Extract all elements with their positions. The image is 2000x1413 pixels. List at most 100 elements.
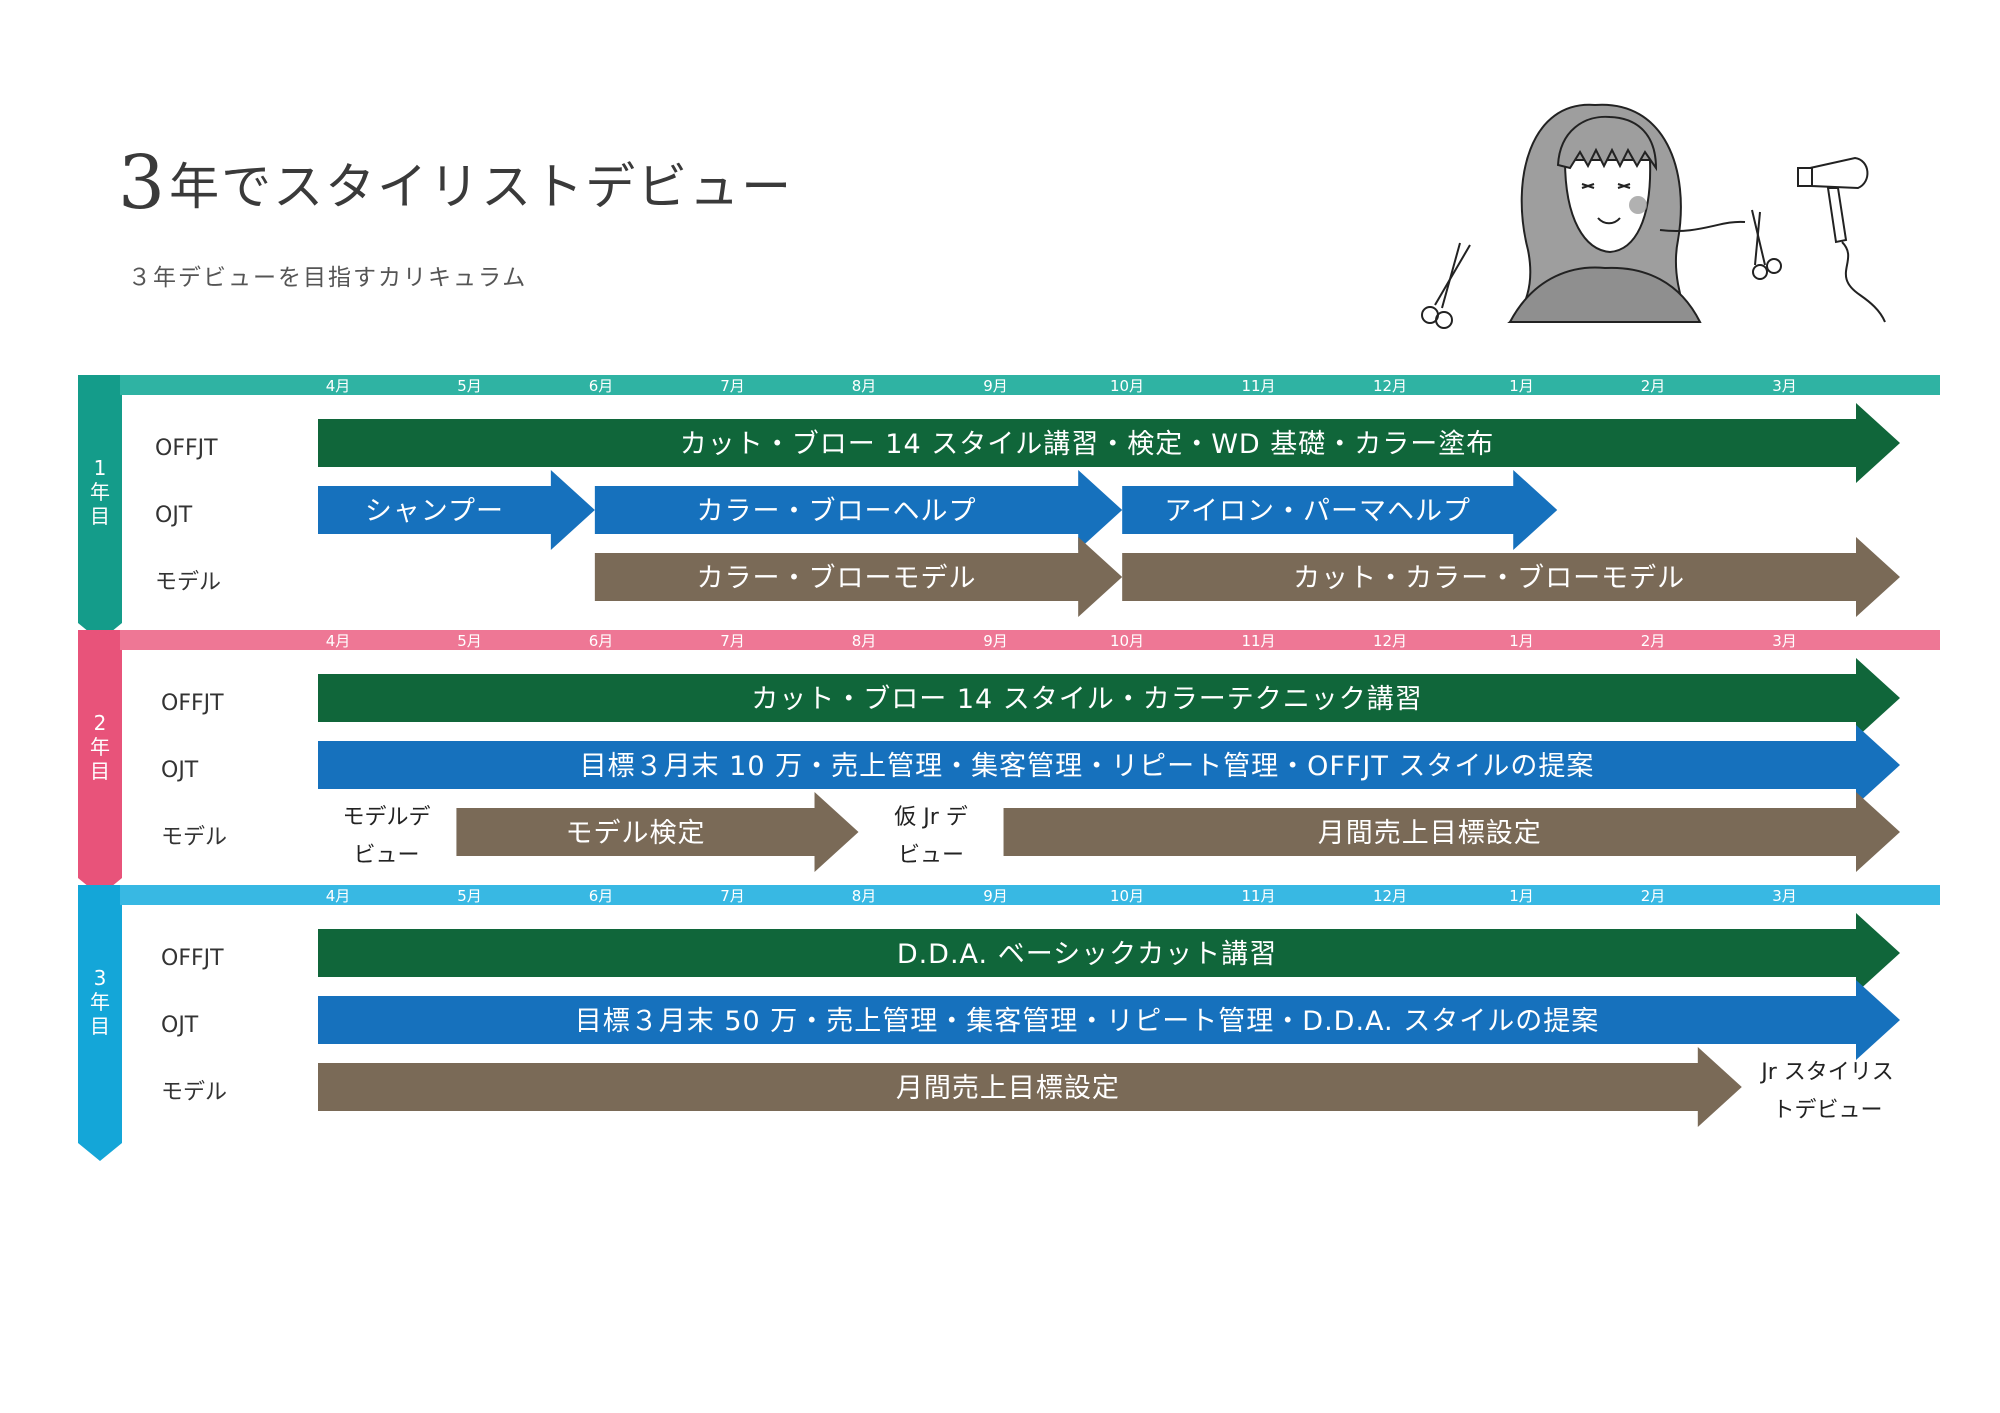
curriculum-bar	[318, 913, 1900, 993]
year-label-char: 2	[94, 711, 107, 735]
curriculum-bar-label: 目標３月末 50 万・売上管理・集客管理・リピート管理・D.D.A. スタイルの…	[575, 1006, 1599, 1037]
month-label: 4月	[326, 887, 351, 905]
month-label: 3月	[1772, 377, 1797, 395]
row-label: OJT	[155, 503, 193, 528]
month-label: 2月	[1641, 632, 1666, 650]
year-tab	[78, 885, 122, 1161]
curriculum-bar-label: モデル検定	[565, 818, 705, 849]
year-block-3: 3年目 4月 5月 6月 7月 8月 9月 10月 11月 12月 1月 2月 3月 OFFJT OJT モデ…	[78, 885, 1940, 1161]
month-label: 12月	[1373, 632, 1407, 650]
month-label: 1月	[1509, 632, 1534, 650]
page-subtitle: ３年デビューを目指すカリキュラム	[128, 265, 528, 291]
month-label: 7月	[720, 887, 745, 905]
month-label: 7月	[720, 632, 745, 650]
stylist-illustration	[1421, 103, 1886, 329]
curriculum-bar-label: シャンプー	[365, 496, 504, 527]
month-stripe	[120, 630, 1940, 650]
month-label: 10月	[1110, 377, 1144, 395]
curriculum-bar-label: カラー・ブローモデル	[697, 563, 977, 594]
row-label: モデル	[161, 825, 227, 850]
month-label: 6月	[589, 377, 614, 395]
month-label: 9月	[983, 632, 1008, 650]
row-label: OJT	[161, 1013, 199, 1038]
year-label-char: 目	[90, 1014, 110, 1038]
month-label: 5月	[457, 887, 482, 905]
curriculum-bar-label: 月間売上目標設定	[896, 1073, 1120, 1104]
month-label: 6月	[589, 632, 614, 650]
title-text: 年でスタイリストデビュー	[169, 158, 794, 216]
curriculum-bar	[1122, 537, 1900, 617]
curriculum-bar-label: 目標３月末 10 万・売上管理・集客管理・リピート管理・OFFJT スタイルの提…	[580, 751, 1595, 782]
month-label: 8月	[852, 887, 877, 905]
month-label: 7月	[720, 377, 745, 395]
year-label-char: 年	[90, 735, 110, 759]
month-label: 11月	[1241, 632, 1275, 650]
month-label: 9月	[983, 377, 1008, 395]
curriculum-bar	[318, 658, 1900, 738]
month-label: 11月	[1241, 377, 1275, 395]
month-label: 10月	[1110, 887, 1144, 905]
month-label: 8月	[852, 377, 877, 395]
month-label: 8月	[852, 632, 877, 650]
curriculum-bar	[318, 980, 1900, 1060]
month-label: 12月	[1373, 377, 1407, 395]
month-label: 2月	[1641, 887, 1666, 905]
year-label-char: 年	[90, 990, 110, 1014]
month-label: 9月	[983, 887, 1008, 905]
curriculum-bar-label: D.D.A. ベーシックカット講習	[897, 939, 1277, 970]
month-stripe	[120, 885, 1940, 905]
month-label: 1月	[1509, 887, 1534, 905]
curriculum-bar	[594, 537, 1123, 617]
curriculum-bar-label: カラー・ブローヘルプ	[697, 496, 977, 527]
row-label: OFFJT	[161, 691, 224, 716]
year-label-char: 目	[90, 504, 110, 528]
curriculum-bar	[318, 1047, 1742, 1127]
year-tab	[78, 630, 122, 896]
title-number: 3	[118, 140, 166, 226]
milestone-note: モデルデ	[343, 805, 431, 830]
milestone-note: ビュー	[354, 843, 420, 868]
month-label: 5月	[457, 377, 482, 395]
milestone-note: 仮 Jr デ	[894, 805, 968, 830]
month-label: 12月	[1373, 887, 1407, 905]
year-label-char: 3	[94, 966, 107, 990]
row-label: モデル	[155, 570, 221, 595]
year-label-char: 目	[90, 759, 110, 783]
milestone-note: ビュー	[898, 843, 964, 868]
year-label-char: 1	[94, 456, 107, 480]
month-label: 5月	[457, 632, 482, 650]
month-label: 2月	[1641, 377, 1666, 395]
row-label: OFFJT	[155, 436, 218, 461]
month-label: 3月	[1772, 887, 1797, 905]
month-stripe	[120, 375, 1940, 395]
month-label: 10月	[1110, 632, 1144, 650]
curriculum-bar-label: アイロン・パーマヘルプ	[1164, 496, 1471, 527]
page-title: 3年でスタイリストデビュー	[118, 140, 793, 226]
milestone-note: Jr スタイリス	[1759, 1060, 1894, 1085]
month-label: 1月	[1509, 377, 1534, 395]
month-label: 11月	[1241, 887, 1275, 905]
year-block-1: 1年目 4月 5月 6月 7月 8月 9月 10月 11月 12月 1月 2月 3月 OFFJT OJT モデ…	[78, 375, 1940, 641]
month-label: 4月	[326, 377, 351, 395]
curriculum-bar-label: カット・ブロー 14 スタイル講習・検定・WD 基礎・カラー塗布	[680, 429, 1495, 460]
curriculum-bar	[318, 470, 595, 550]
year-label-char: 年	[90, 480, 110, 504]
milestone-note: トデビュー	[1772, 1098, 1882, 1123]
curriculum-bar	[456, 792, 859, 872]
curriculum-bar-label: カット・ブロー 14 スタイル・カラーテクニック講習	[751, 684, 1423, 715]
month-label: 3月	[1772, 632, 1797, 650]
curriculum-bar	[1003, 792, 1900, 872]
month-label: 6月	[589, 887, 614, 905]
row-label: モデル	[161, 1080, 227, 1105]
curriculum-bar-label: 月間売上目標設定	[1318, 818, 1542, 849]
month-label: 4月	[326, 632, 351, 650]
curriculum-bar	[318, 725, 1900, 805]
year-tab	[78, 375, 122, 641]
row-label: OFFJT	[161, 946, 224, 971]
curriculum-bar-label: カット・カラー・ブローモデル	[1293, 563, 1685, 594]
curriculum-bar	[594, 470, 1123, 550]
curriculum-bar	[1122, 470, 1558, 550]
curriculum-bar	[318, 403, 1900, 483]
